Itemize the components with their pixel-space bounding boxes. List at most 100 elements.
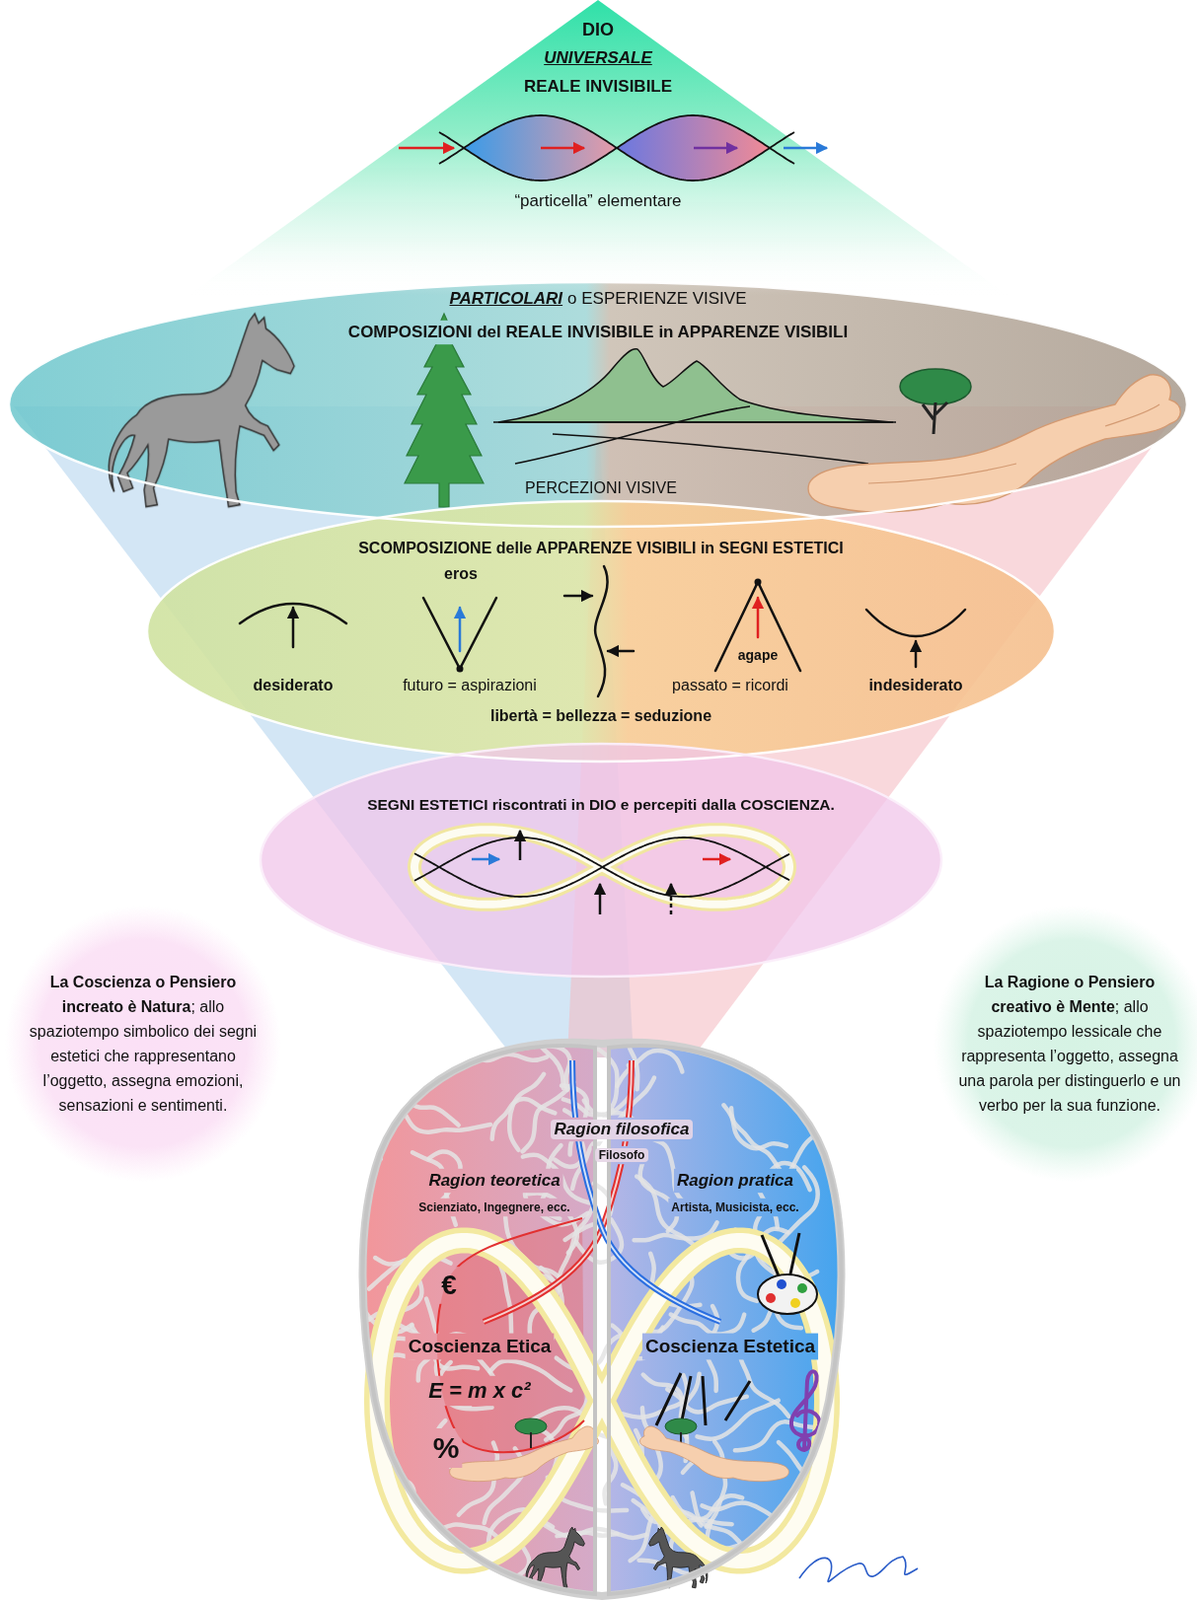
node-text: Scienziato, Ingegnere, ecc.: [418, 1200, 570, 1215]
wave-lens: [463, 115, 616, 181]
small-woman: [449, 1426, 599, 1483]
perception-ellipse: PERCEZIONI VISIVESCOMPOSIZIONE delle APP…: [147, 501, 1055, 762]
aesthetic-signs: [239, 566, 966, 697]
node-text: UNIVERSALE: [543, 48, 653, 69]
sign-arrow: [292, 607, 296, 648]
gyrus-line: [339, 1122, 369, 1204]
node-text: Artista, Musicista, ecc.: [671, 1200, 799, 1215]
arrow: [471, 858, 500, 862]
node-text: o ESPERIENZE VISIVE: [567, 289, 747, 309]
infinity-band: [414, 829, 790, 905]
arrow: [783, 147, 827, 150]
paint-dot: [776, 1279, 787, 1290]
node-text: indesiderato: [868, 675, 963, 695]
arrow: [540, 147, 585, 150]
paint-dot: [765, 1293, 776, 1304]
node-text: desiderato: [253, 675, 334, 695]
arrow: [398, 147, 454, 150]
note-circle: La Coscienza o Pensiero increato è Natur…: [4, 905, 282, 1183]
wave-strand: [414, 837, 790, 898]
acacia-canopy: [899, 369, 972, 405]
mountain-lines: [493, 406, 897, 464]
gyrus-line: [310, 1057, 389, 1089]
node-text: Coscienza Etica: [408, 1336, 552, 1359]
brush: [761, 1235, 780, 1279]
signs-fill: [260, 744, 942, 977]
arrow: [598, 884, 602, 915]
gyrus-line: [791, 1587, 829, 1600]
infinity-band: [376, 1240, 827, 1562]
wave-strand: [439, 115, 795, 181]
palette: [757, 1274, 818, 1315]
signs-wave: [414, 829, 790, 915]
sign-dot: [754, 579, 762, 587]
node-text: PARTICOLARI: [449, 289, 564, 309]
infinity-band: [376, 1240, 827, 1562]
node-shape: [187, 0, 1009, 297]
node-text: DIO: [582, 19, 614, 42]
arrow: [519, 830, 523, 861]
apex-triangle: DIO UNIVERSALE REALE INVISIBILE “particella…: [187, 0, 1009, 297]
node-text: Ragion pratica: [676, 1171, 794, 1192]
note-circle: [4, 905, 282, 1183]
sign-arrow: [756, 598, 760, 638]
particulars-fill: [8, 282, 1188, 527]
node-text: Coscienza Estetica: [645, 1336, 816, 1359]
node-shape: [933, 905, 1197, 1183]
paint-dot: [797, 1283, 808, 1294]
node-text: SCOMPOSIZIONE delle APPARENZE VISIBILI i…: [358, 538, 844, 558]
woman-contour: [868, 404, 1160, 484]
sign-dot: [456, 666, 464, 674]
small-acacia: [665, 1419, 697, 1435]
arrow: [693, 147, 738, 150]
node-text: Ragion teoretica: [428, 1171, 560, 1192]
node-text: ; allo spaziotempo simbolico dei segni e…: [29, 998, 257, 1115]
note-paragraph: La Coscienza o Pensiero increato è Natur…: [26, 970, 260, 1119]
node-text: “particella” elementare: [514, 191, 681, 212]
perception-fill: [147, 501, 1055, 762]
node-text: E = m x c²: [428, 1378, 530, 1405]
node-text: eros: [444, 564, 478, 584]
sign-arrow: [914, 641, 918, 668]
sign-arrow: [564, 595, 593, 599]
eros-sign: [423, 598, 497, 670]
node-text: %: [433, 1430, 460, 1467]
paint-dot: [790, 1298, 801, 1309]
node-text: Filosofo: [595, 1148, 650, 1163]
small-horse: [525, 1527, 585, 1589]
gyrus-line: [522, 1082, 574, 1152]
gyrus-line: [340, 1570, 380, 1600]
gyrus-line: [331, 1532, 389, 1589]
undesired-arc: [866, 609, 966, 637]
reclining-woman: [808, 374, 1181, 513]
gyrus-line: [640, 1162, 677, 1232]
signature: [799, 1557, 918, 1583]
wave-strand: [414, 837, 790, 898]
infinity-band: [376, 1240, 827, 1562]
gyrus-line: [397, 1073, 459, 1126]
ellipse-outline: [260, 744, 942, 977]
sign-arrow: [607, 650, 634, 654]
wave-strand: [439, 115, 795, 181]
note-circle: La Ragione o Pensiero creativo è Mente; …: [933, 905, 1197, 1183]
note-circle: [933, 905, 1197, 1183]
small-acacia-trunk: [529, 1432, 532, 1449]
node-text: libertà = bellezza = seduzione: [490, 706, 712, 726]
node-text: agape: [738, 647, 778, 665]
ellipse-outline: [147, 501, 1055, 762]
brain-gyri: [310, 1003, 896, 1600]
node-shape: [260, 744, 942, 977]
gyrus-line: [390, 1574, 411, 1600]
node-text: €: [441, 1269, 457, 1303]
ellipse-outline: [8, 282, 1188, 527]
signs-ellipse: SEGNI ESTETICI riscontrati in DIO e perc…: [260, 744, 942, 977]
node-text: COMPOSIZIONI del REALE INVISIBILE in APP…: [348, 322, 848, 343]
horse-silhouette: [108, 313, 295, 508]
node-text: Ragion filosofica: [550, 1120, 694, 1140]
node-text: REALE INVISIBILE: [523, 76, 673, 97]
freedom-curve: [595, 566, 607, 697]
brush: [789, 1233, 800, 1279]
arrow: [702, 858, 731, 862]
node-text: PERCEZIONI VISIVE: [524, 478, 677, 498]
